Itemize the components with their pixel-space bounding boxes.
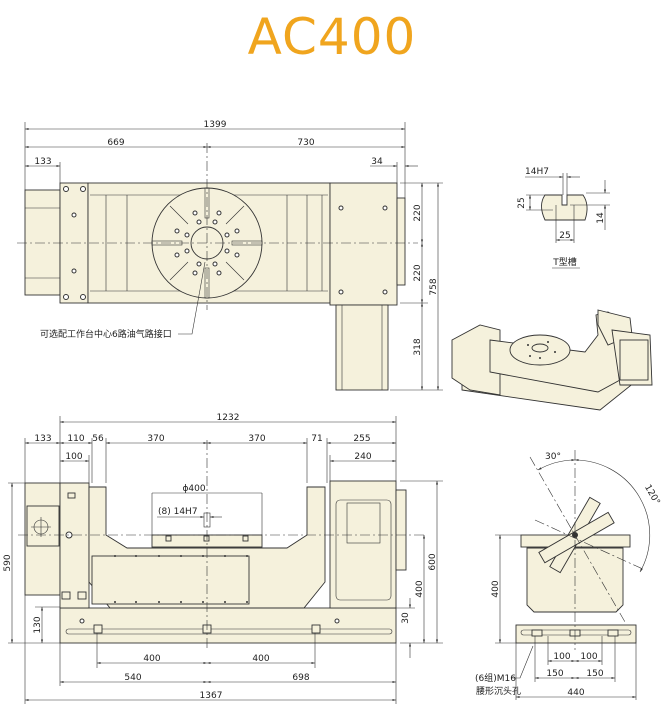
dim-600: 600 <box>428 553 438 570</box>
dim-100: 100 <box>65 452 82 462</box>
right-housing <box>329 182 398 306</box>
page-title: AC400 <box>247 8 417 66</box>
dim-440: 440 <box>567 688 584 698</box>
dim-1232: 1232 <box>217 413 240 423</box>
dim-100-right: 100 <box>580 652 597 662</box>
dim-133: 133 <box>34 434 51 444</box>
t-slot-25-bottom: 25 <box>559 231 570 241</box>
dim-slot: (8) 14H7 <box>158 507 198 517</box>
dim-590: 590 <box>3 554 13 571</box>
drive-extension <box>335 304 389 391</box>
perspective-view <box>451 309 653 411</box>
dim-318: 318 <box>413 338 423 355</box>
dim-133: 133 <box>34 157 51 167</box>
motor-housing <box>24 189 61 296</box>
dim-669: 669 <box>107 138 124 148</box>
dim-400-center: 400 <box>415 580 425 597</box>
dim-240: 240 <box>354 452 371 462</box>
dim-220-upper: 220 <box>413 204 423 221</box>
dim-220-lower: 220 <box>413 264 423 281</box>
dim-130: 130 <box>33 616 43 633</box>
t-slot-25-depth: 25 <box>517 197 527 208</box>
dim-table-diameter: ϕ400 <box>182 484 205 494</box>
dim-56: 56 <box>92 434 104 444</box>
oil-air-port-callout: 可选配工作台中心6路油气路接口 <box>40 328 172 340</box>
t-slot-detail: 14H7 25 25 14 T型槽 <box>517 167 610 269</box>
dim-71: 71 <box>311 434 322 444</box>
dim-400-bolt-right: 400 <box>252 654 269 664</box>
bolt-callout-line1: (6组)M16 <box>475 672 516 684</box>
side-view: 30° 120° 400 100 100 150 150 440 (6组)M16… <box>475 450 661 700</box>
angle-120: 120° <box>642 483 662 507</box>
dim-100-left: 100 <box>553 652 570 662</box>
dim-698: 698 <box>292 673 309 683</box>
dim-730: 730 <box>297 138 314 148</box>
bolt-callout-line2: 腰形沉头孔 <box>476 685 521 697</box>
angle-30: 30° <box>545 452 561 462</box>
dim-30: 30 <box>401 612 411 624</box>
dim-1399: 1399 <box>204 120 227 130</box>
dim-540: 540 <box>124 673 141 683</box>
left-column <box>59 482 90 609</box>
dim-758: 758 <box>429 278 439 295</box>
t-slot-label: T型槽 <box>552 256 577 268</box>
dim-400-height: 400 <box>491 580 501 597</box>
dim-255: 255 <box>353 434 370 444</box>
base <box>59 607 397 644</box>
top-view: 1399 669 730 133 34 220 220 318 758 可选配工… <box>17 120 443 391</box>
dim-370-right: 370 <box>248 434 265 444</box>
front-view: 1232 133 110 56 370 370 71 255 100 240 ϕ… <box>3 413 443 704</box>
t-slot-14h7: 14H7 <box>525 167 549 177</box>
dim-1367: 1367 <box>200 691 223 701</box>
dim-400-bolt-left: 400 <box>143 654 160 664</box>
t-slot-14: 14 <box>596 212 606 224</box>
dim-370-left: 370 <box>147 434 164 444</box>
dim-150-left: 150 <box>546 669 563 679</box>
dim-34: 34 <box>371 157 383 167</box>
dim-150-right: 150 <box>586 669 603 679</box>
dim-110: 110 <box>67 434 84 444</box>
right-housing <box>329 480 397 609</box>
